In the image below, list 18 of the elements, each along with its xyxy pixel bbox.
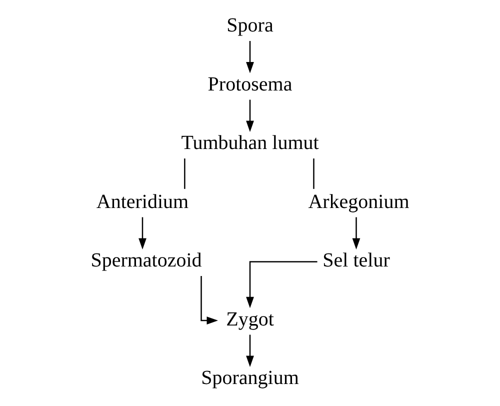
node-text: Sel telur [322,250,390,272]
connector [184,158,186,189]
node-text: Arkegonium [308,190,410,213]
node-text: Protosema [208,73,292,96]
connector [313,158,314,189]
node-text: Spora [226,14,274,36]
arrow [246,261,318,308]
arrow [246,100,254,132]
arrow [200,276,218,324]
node-text: Tumbuhan lumut [181,132,319,154]
node-text: Spermatozoid [90,250,202,272]
node-text: Anteridium [96,190,189,213]
arrow [138,217,146,250]
node-text: Sporangium [201,367,299,389]
arrow [352,217,360,250]
arrow [246,334,254,368]
arrow [246,40,254,74]
node-text: Zygot [226,308,274,330]
